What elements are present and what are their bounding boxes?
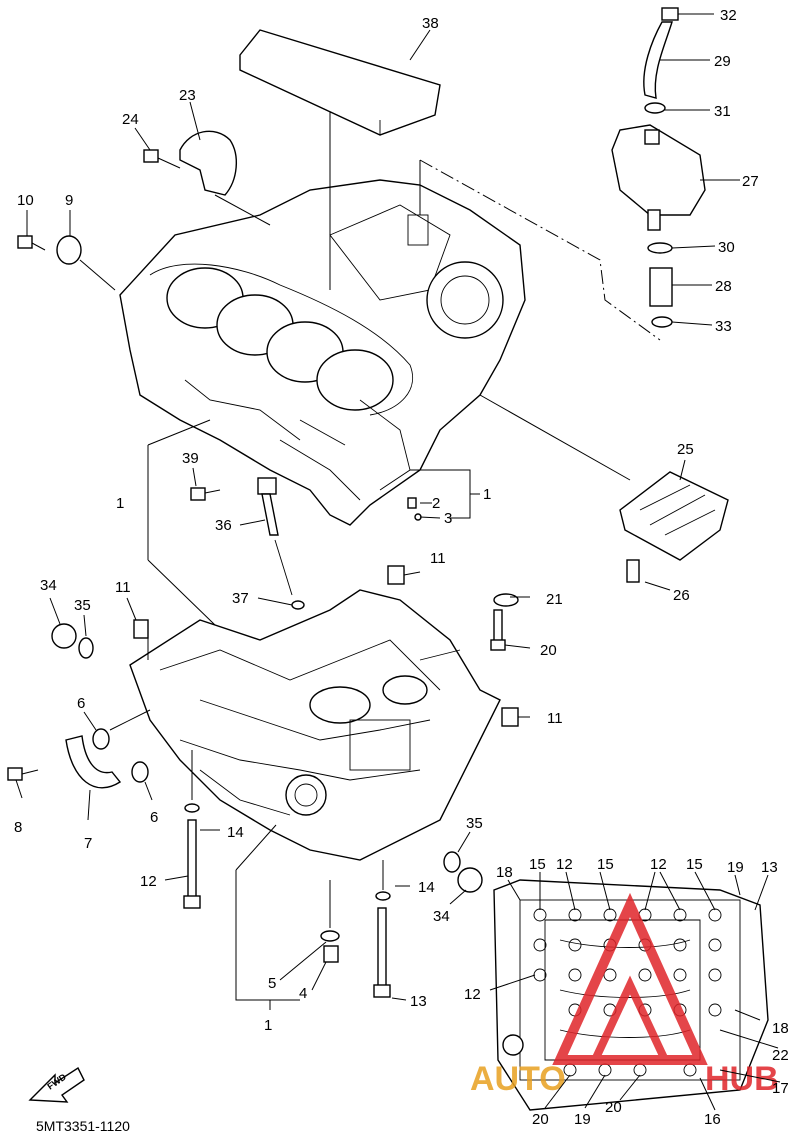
- callout-13: 13: [410, 993, 427, 1010]
- callout-30: 30: [718, 239, 735, 256]
- inset-callout-22: 22: [772, 1047, 789, 1064]
- callout-25: 25: [677, 441, 694, 458]
- callout-33: 33: [715, 318, 732, 335]
- callout-7: 7: [84, 835, 92, 852]
- callout-11-left: 11: [115, 579, 131, 596]
- crankcase-cover: [239, 29, 441, 136]
- callout-35-left: 35: [74, 597, 91, 614]
- inset-callout-15-b: 15: [597, 856, 614, 873]
- watermark-text-left: AUTO: [470, 1060, 566, 1098]
- inset-callout-12-b: 12: [650, 856, 667, 873]
- inset-callout-20-left: 20: [532, 1111, 549, 1128]
- callout-6-right: 6: [150, 809, 158, 826]
- inset-callout-12-left: 12: [464, 986, 481, 1003]
- inset-callout-18-top: 18: [496, 864, 513, 881]
- callout-26: 26: [673, 587, 690, 604]
- callout-36: 36: [215, 517, 232, 534]
- breather-case: [611, 124, 706, 216]
- inset-callout-15-c: 15: [686, 856, 703, 873]
- callout-23: 23: [179, 87, 196, 104]
- callout-9: 9: [65, 192, 73, 209]
- callout-37: 37: [232, 590, 249, 607]
- callout-10: 10: [17, 192, 34, 209]
- callout-32: 32: [720, 7, 737, 24]
- callout-27: 27: [742, 173, 759, 190]
- callout-28: 28: [715, 278, 732, 295]
- callout-4: 4: [299, 985, 307, 1002]
- inset-callout-12-a: 12: [556, 856, 573, 873]
- upper-crankcase: [119, 179, 526, 526]
- baffle-plate: [619, 471, 729, 561]
- fwd-arrow-icon: FWD: [28, 1066, 85, 1103]
- watermark-text-right: HUB: [705, 1060, 779, 1098]
- inset-callout-19-top: 19: [727, 859, 744, 876]
- callout-34-left: 34: [40, 577, 57, 594]
- callout-8: 8: [14, 819, 22, 836]
- callout-3: 3: [444, 510, 452, 527]
- callout-1-upper-right: 1: [483, 486, 491, 503]
- callout-24: 24: [122, 111, 139, 128]
- callout-11-right: 11: [547, 710, 563, 727]
- breather-hose: [643, 21, 673, 99]
- callout-12: 12: [140, 873, 157, 890]
- callout-14-left: 14: [227, 824, 244, 841]
- inset-callout-17: 17: [772, 1080, 789, 1097]
- callout-21: 21: [546, 591, 563, 608]
- inset-callout-13: 13: [761, 859, 778, 876]
- callout-1-left: 1: [116, 495, 124, 512]
- inset-callout-16: 16: [704, 1111, 721, 1128]
- callout-38: 38: [422, 15, 439, 32]
- callout-14-right: 14: [418, 879, 435, 896]
- callout-11-top: 11: [430, 550, 446, 567]
- callout-20: 20: [540, 642, 557, 659]
- inset-callout-20-mid: 20: [605, 1099, 622, 1116]
- callout-2: 2: [432, 495, 440, 512]
- callout-labels: 32 29 31 27 30 28 33 38 23 24 10 9 25 26…: [14, 7, 789, 1128]
- inset-callout-19-bottom: 19: [574, 1111, 591, 1128]
- callout-39: 39: [182, 450, 199, 467]
- cover-part: [179, 130, 237, 196]
- callout-6-left: 6: [77, 695, 85, 712]
- callout-5: 5: [268, 975, 276, 992]
- callout-35-right: 35: [466, 815, 483, 832]
- lower-crankcase: [129, 589, 501, 861]
- callout-29: 29: [714, 53, 731, 70]
- callout-31: 31: [714, 103, 731, 120]
- drawing-code: 5MT3351-1120: [36, 1118, 130, 1134]
- inset-callout-15-a: 15: [529, 856, 546, 873]
- callout-34-right: 34: [433, 908, 450, 925]
- callout-1-bottom: 1: [264, 1017, 272, 1034]
- oil-delivery-pipe: [65, 735, 122, 789]
- inset-callout-18-right: 18: [772, 1020, 789, 1037]
